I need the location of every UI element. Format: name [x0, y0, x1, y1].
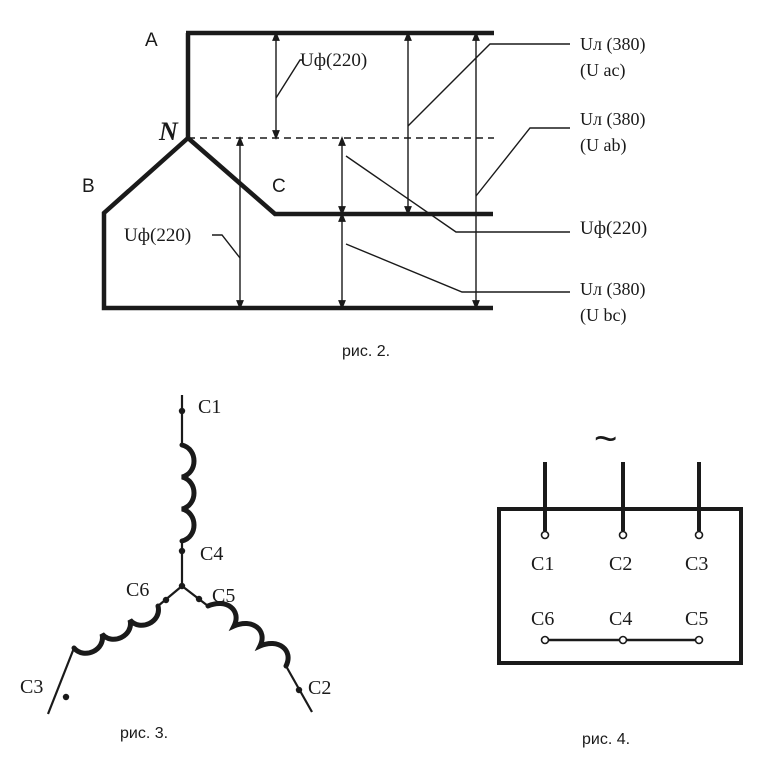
- wire-c6: [157, 585, 183, 607]
- label-c6: C6: [126, 579, 149, 601]
- label-ul-ac-sub: (U ac): [580, 60, 625, 81]
- coil-c1-c4: [179, 442, 197, 544]
- label-ul-bc: Uл (380): [580, 279, 645, 300]
- ac-symbol: ~: [594, 417, 617, 461]
- leader-uf-top: [275, 59, 302, 99]
- leader-uf-right: [345, 155, 570, 233]
- caption-fig2: рис. 2.: [342, 343, 390, 360]
- terminal-c4: [618, 635, 628, 645]
- wire-c3: [46, 647, 76, 715]
- label-c5: C5: [685, 608, 708, 630]
- terminal-c5: [195, 595, 203, 603]
- label-uf-right: Uф(220): [580, 218, 647, 239]
- leader-ul-ac: [407, 43, 570, 127]
- terminal-c1: [178, 407, 186, 415]
- terminal-c3: [62, 693, 70, 701]
- phase-b-line: [101, 136, 493, 311]
- terminal-c2: [618, 530, 628, 540]
- caption-fig3: рис. 3.: [120, 725, 168, 742]
- terminal-c6: [540, 635, 550, 645]
- terminal-c3: [694, 530, 704, 540]
- label-uf-top: Uф(220): [300, 50, 367, 71]
- label-c4: C4: [200, 543, 223, 565]
- terminal-c2: [295, 686, 303, 694]
- coil-c5-c2: [205, 601, 291, 669]
- label-ul-bc-sub: (U bc): [580, 305, 626, 326]
- label-c1: C1: [531, 553, 554, 575]
- label-c6: C6: [531, 608, 554, 630]
- caption-fig4: рис. 4.: [582, 731, 630, 748]
- label-c1: C1: [198, 396, 221, 418]
- leader-uf-left: [212, 234, 241, 259]
- label-phase-c: C: [272, 176, 286, 197]
- phase-c-line: [186, 136, 493, 217]
- label-phase-b: B: [82, 176, 95, 197]
- terminal-c1: [540, 530, 550, 540]
- label-ul-ac: Uл (380): [580, 34, 645, 55]
- label-c4: C4: [609, 608, 632, 630]
- label-uf-left: Uф(220): [124, 225, 191, 246]
- phase-a-line: [185, 30, 494, 138]
- label-c5: C5: [212, 585, 235, 607]
- terminal-c6: [162, 596, 170, 604]
- figure-2: A B C N Uф(220) Uф(220) Uл (380) (U ac) …: [82, 30, 647, 360]
- label-c2: C2: [308, 677, 331, 699]
- label-c2: C2: [609, 553, 632, 575]
- label-c3: C3: [20, 676, 43, 698]
- terminal-c5: [694, 635, 704, 645]
- label-ul-ab-sub: (U ab): [580, 135, 626, 156]
- label-ul-ab: Uл (380): [580, 109, 645, 130]
- terminal-c4: [178, 547, 186, 555]
- leader-ul-ab: [475, 127, 570, 197]
- terminal-box: [497, 507, 743, 665]
- figure-4: ~ C1 C2 C3 C6 C4 C5 рис. 4.: [497, 417, 743, 748]
- label-neutral: N: [158, 117, 179, 146]
- label-c3: C3: [685, 553, 708, 575]
- coil-c6-c3: [71, 603, 161, 656]
- label-phase-a: A: [145, 30, 158, 51]
- figure-3: C1 C4 C6 C5 C3 C2 рис. 3.: [20, 395, 331, 742]
- leader-ul-bc: [345, 243, 570, 293]
- wire-c5: [181, 585, 209, 607]
